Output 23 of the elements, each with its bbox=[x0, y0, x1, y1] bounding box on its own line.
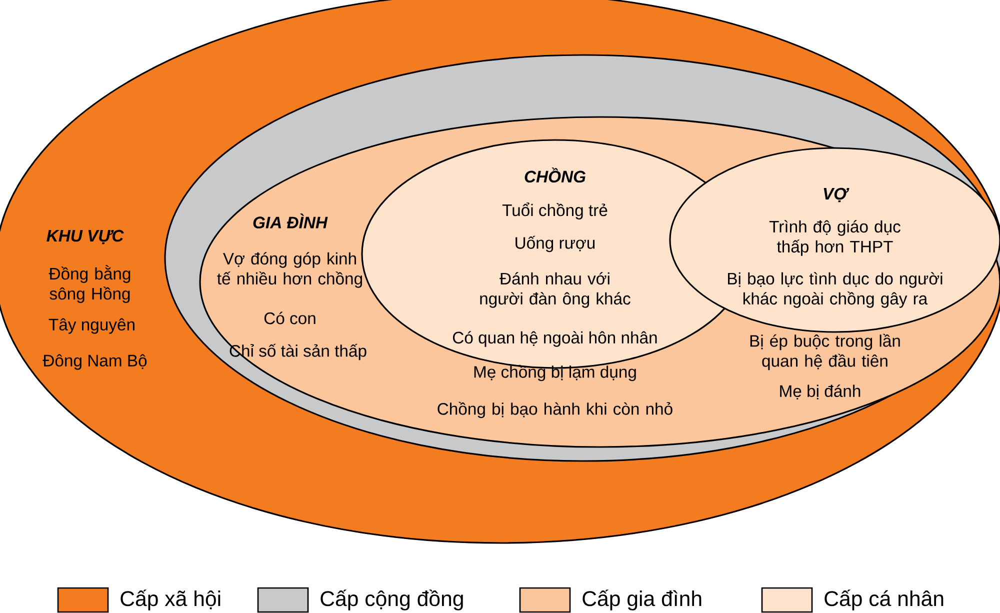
factor-text: Tây nguyên bbox=[48, 318, 134, 334]
factor-text: Uống rượu bbox=[516, 236, 595, 252]
factor-text: Đông Nam Bộ bbox=[42, 354, 147, 370]
factor-text: Đánh nhau với người đàn ông khác bbox=[480, 272, 630, 308]
factor-text: Tuổi chồng trẻ bbox=[502, 202, 608, 220]
factor-text: Chồng bị bạo hành khi còn nhỏ bbox=[438, 402, 672, 418]
legend-label: Cấp xã hội bbox=[120, 590, 220, 610]
legend-label: Cấp cộng đồng bbox=[320, 590, 463, 610]
factor-text: Đồng bằng sông Hồng bbox=[48, 265, 130, 303]
legend-label: Cấp cá nhân bbox=[824, 590, 944, 610]
factor-text: Bị ép buộc trong lần quan hệ đầu tiên bbox=[750, 334, 900, 370]
factor-text: Mẹ chồng bị lạm dụng bbox=[474, 364, 636, 382]
level-heading: KHU VỰC bbox=[46, 230, 124, 244]
factor-text: Vợ đóng góp kinh tế nhiều hơn chồng bbox=[217, 252, 362, 288]
factor-text: Mẹ bị đánh bbox=[780, 384, 860, 400]
factor-text: Trình độ giáo dục thấp hơn THPT bbox=[769, 220, 900, 256]
level-heading: CHỒNG bbox=[524, 167, 586, 183]
legend-label: Cấp gia đình bbox=[582, 590, 702, 610]
factor-text: Bị bạo lực tình dục do người khác ngoài chồng gây ra bbox=[728, 272, 942, 308]
factor-text: Có quan hệ ngoài hôn nhân bbox=[452, 331, 657, 347]
factor-text: Có con bbox=[264, 312, 316, 324]
level-heading: VỢ bbox=[824, 188, 850, 202]
level-heading: GIA ĐÌNH bbox=[253, 214, 328, 228]
